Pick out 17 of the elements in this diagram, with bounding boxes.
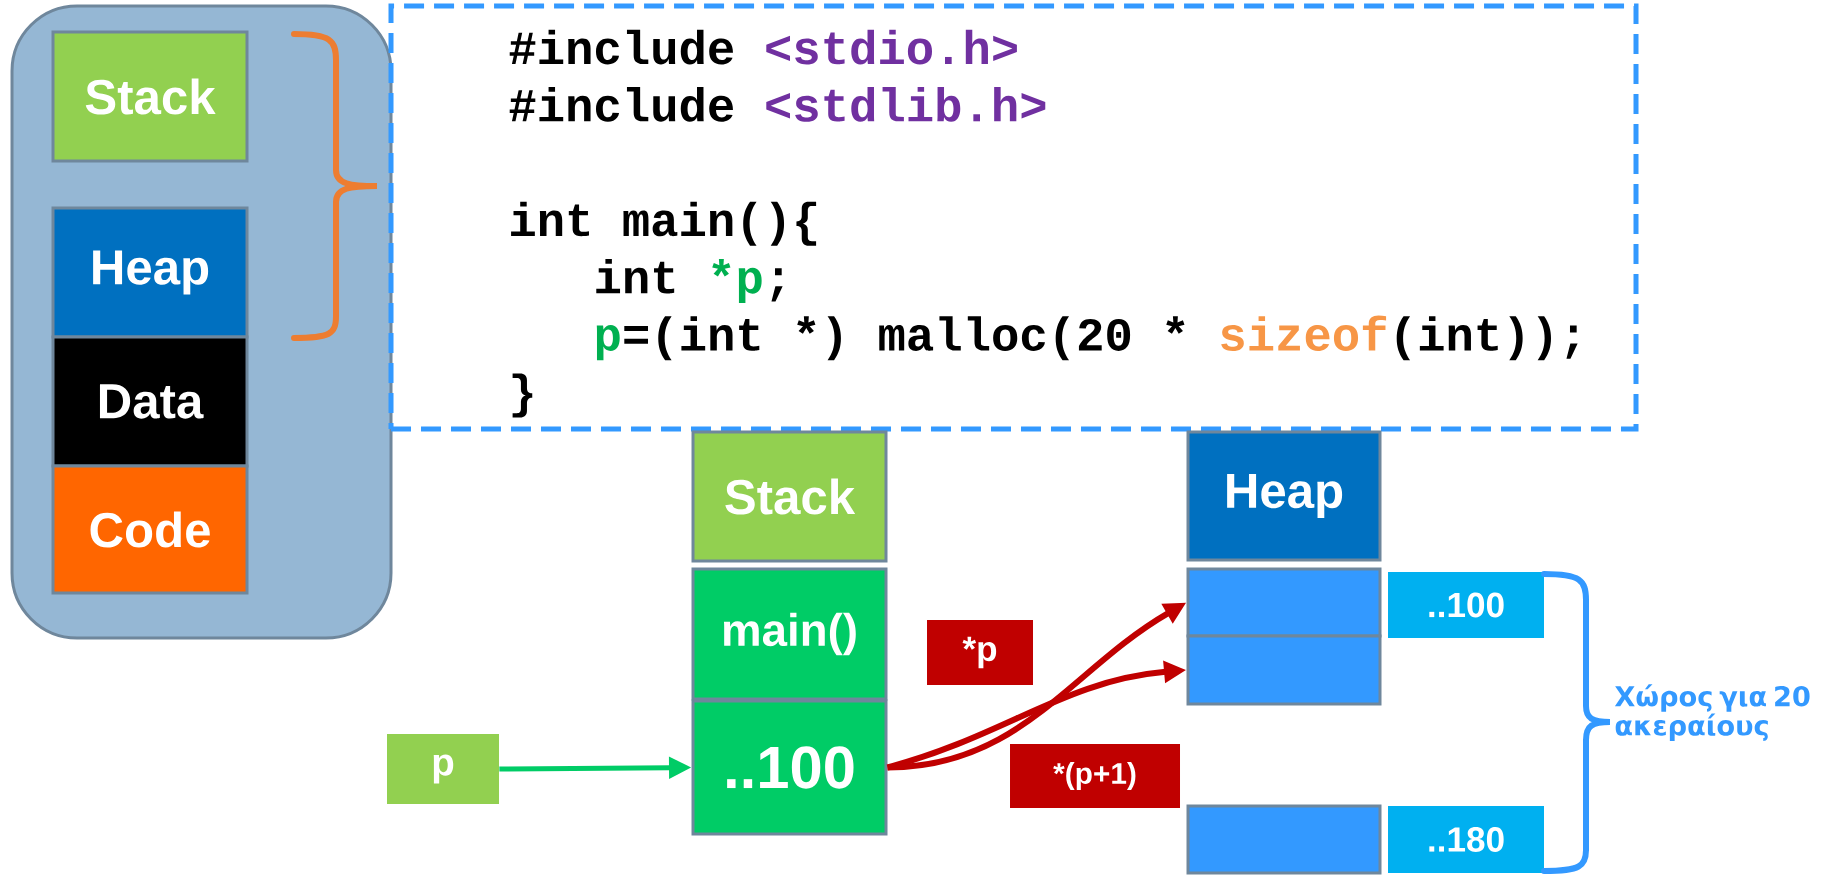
- address-label: ..100: [1388, 572, 1544, 638]
- stack-header: Stack: [691, 430, 888, 563]
- heap-header: Heap: [1186, 430, 1382, 562]
- heap-cell: [1186, 804, 1382, 875]
- variable-box: p: [387, 734, 499, 804]
- code-block: #include <stdio.h> #include <stdlib.h> int main(){ int *p ; p=(int *) malloc(20 * sizeof (int)); }: [388, 3, 1639, 432]
- memory-segment: Code: [51, 464, 249, 595]
- pointer-label: *p: [927, 620, 1033, 685]
- heap-cell: [1186, 634, 1382, 706]
- address-label: ..180: [1388, 806, 1544, 873]
- memory-segment: Heap: [51, 206, 249, 339]
- annotation-text: Χώρος για 20 ακεραίους: [1614, 684, 1810, 741]
- stack-frame: main(): [691, 567, 888, 701]
- stack-cell: ..100: [691, 699, 888, 836]
- pointer-label: *(p+1): [1010, 744, 1180, 808]
- memory-segment: Data: [51, 335, 249, 468]
- memory-segment: Stack: [51, 30, 249, 163]
